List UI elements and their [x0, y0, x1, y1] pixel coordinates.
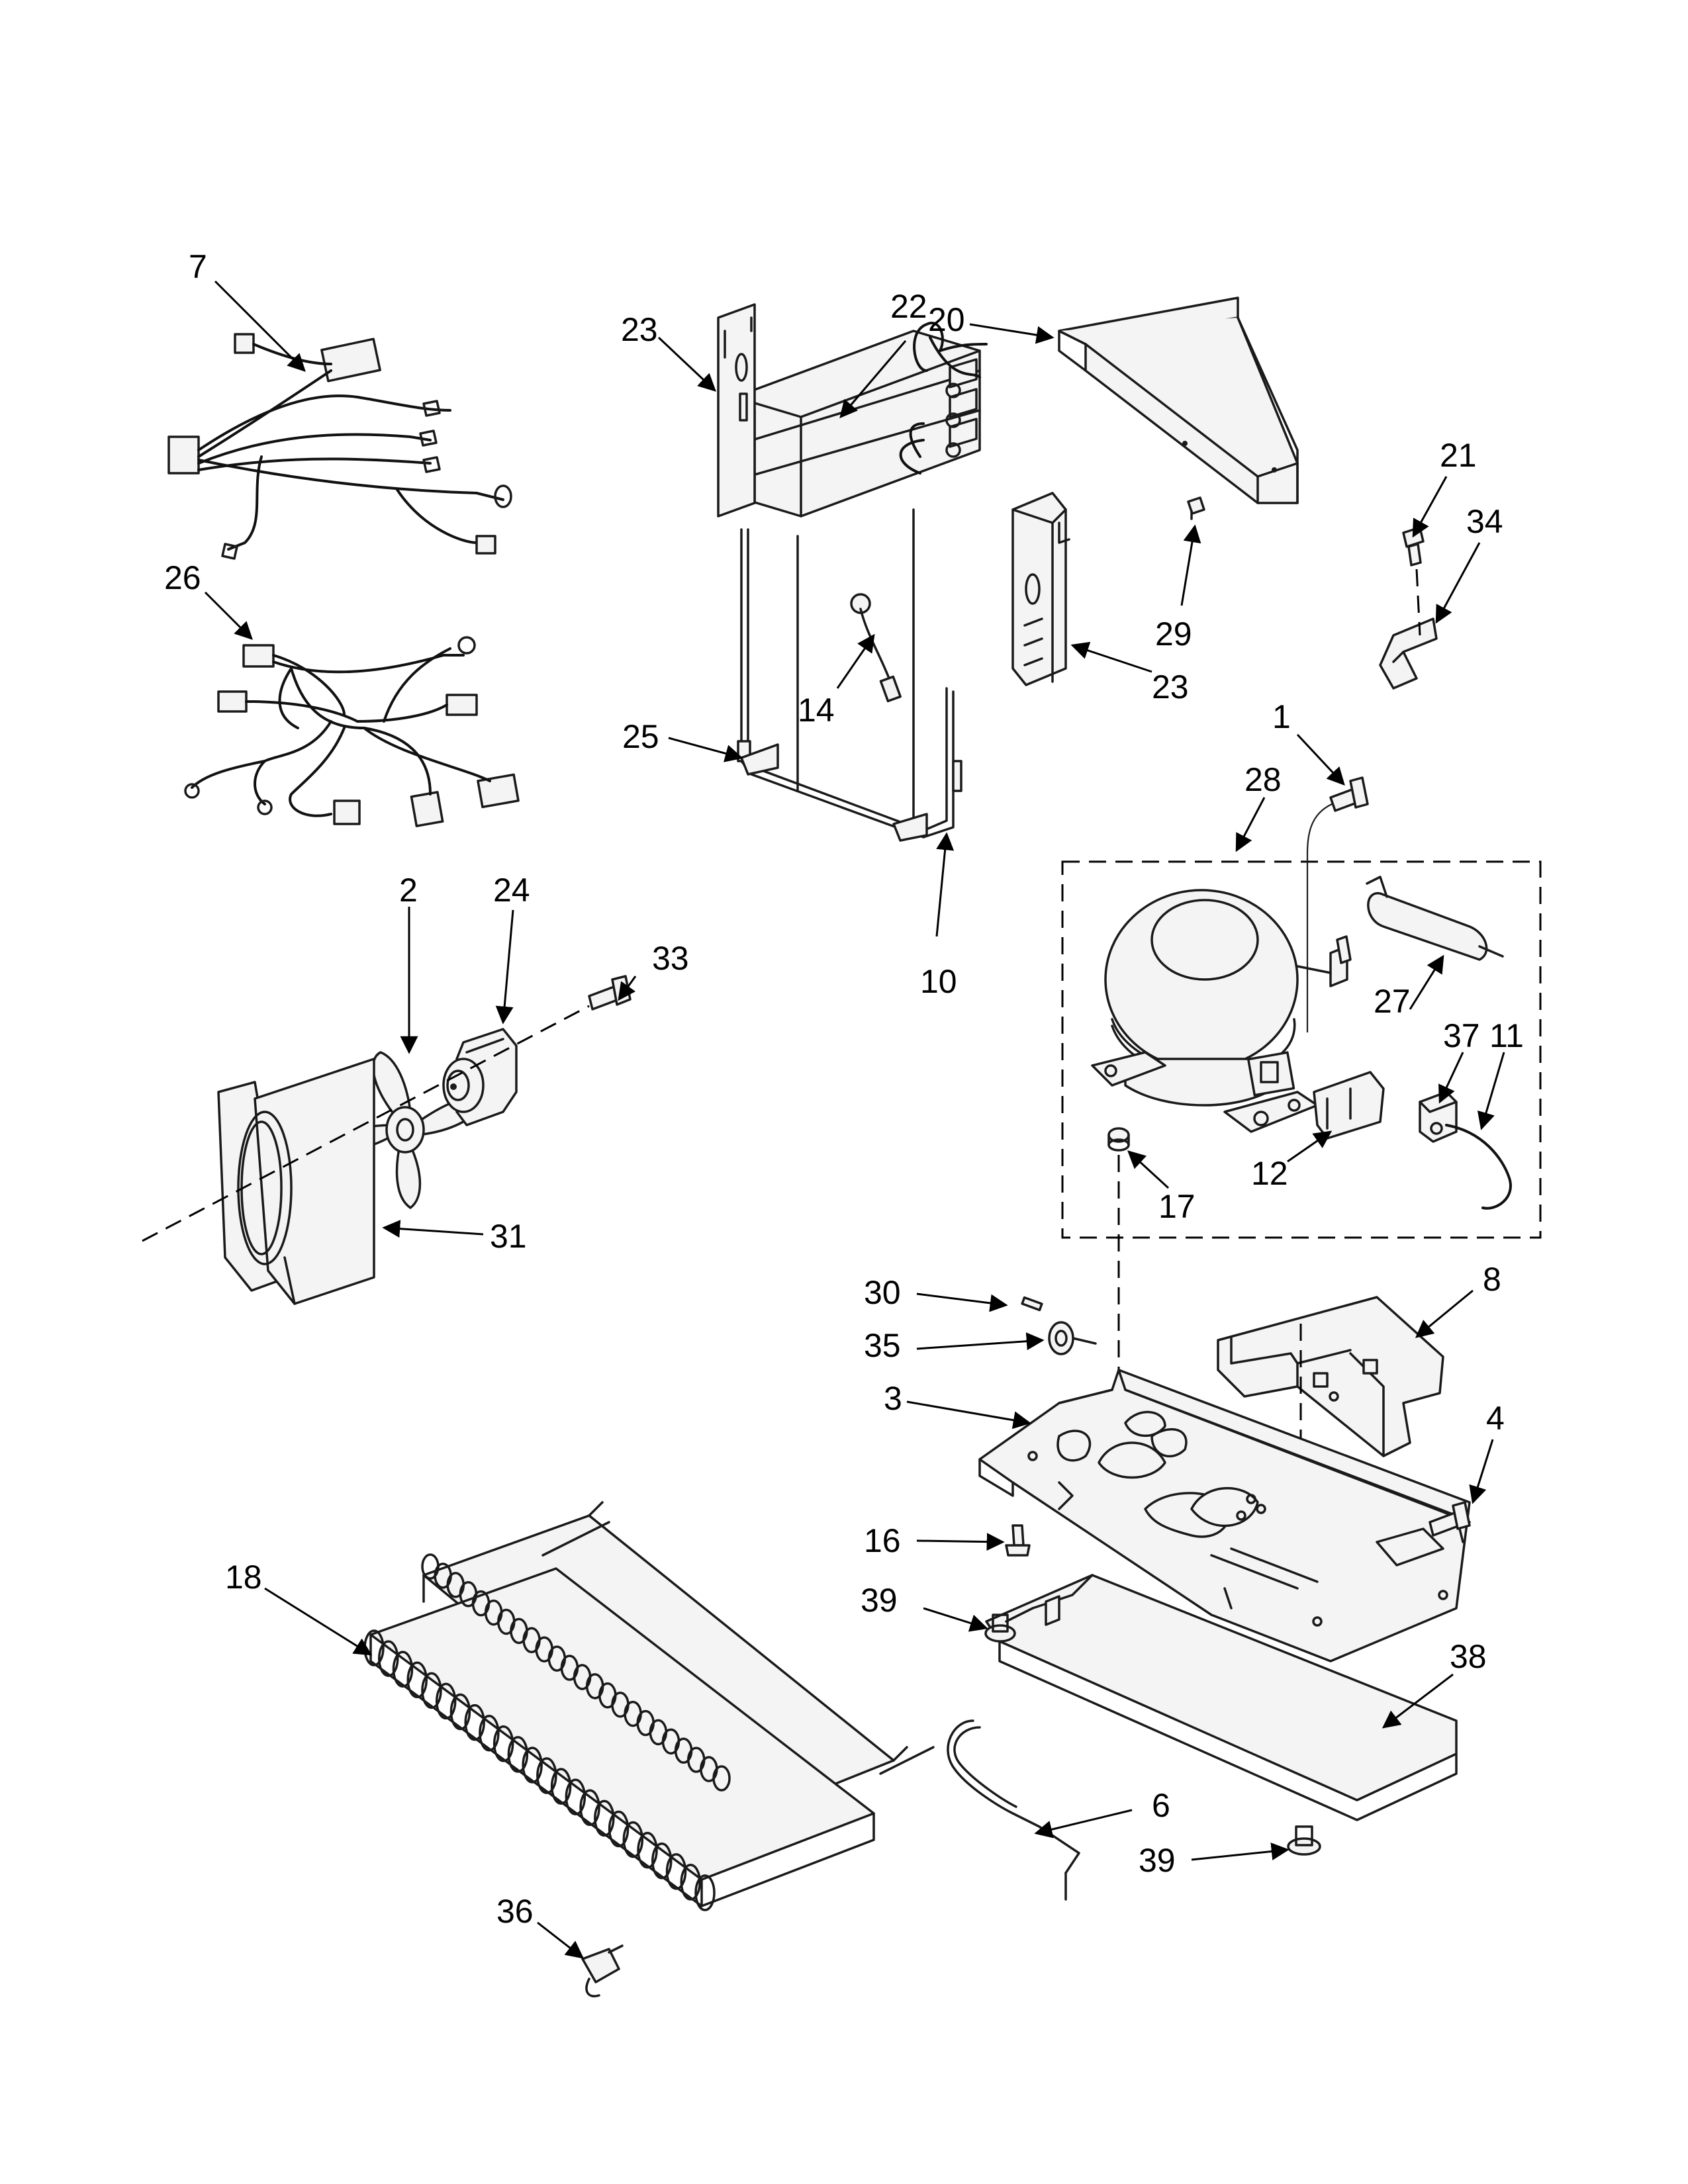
capacitor-37-icon: [1419, 1091, 1458, 1143]
fan-axis-dashed-line: [142, 1005, 590, 1242]
callout-29: 29: [1155, 615, 1192, 653]
fan-shroud-icon: [217, 1058, 375, 1305]
callout-34: 34: [1466, 503, 1503, 540]
callout-18: 18: [225, 1559, 262, 1596]
grommet-17-icon: [1107, 1127, 1130, 1152]
condenser-coil-loop: [637, 1831, 658, 1869]
callout-25: 25: [622, 718, 659, 755]
condenser-coil-loop: [464, 1704, 485, 1741]
callout-20: 20: [928, 301, 965, 338]
callout-33: 33: [652, 940, 689, 977]
callout-16: 16: [864, 1522, 901, 1559]
dryer-icon: [1366, 876, 1504, 961]
callout-4: 4: [1486, 1400, 1505, 1437]
condenser-coil-loop: [421, 1672, 442, 1709]
callout-11: 11: [1489, 1017, 1524, 1054]
callout-17: 17: [1158, 1188, 1196, 1225]
callout-28: 28: [1244, 761, 1282, 798]
wiring-harness-icon: [167, 333, 512, 560]
callout-14: 14: [798, 692, 835, 729]
clip-36-icon: [581, 1944, 624, 1997]
callout-12: 12: [1251, 1155, 1288, 1192]
compressor-wire-line: [1306, 803, 1333, 1032]
evaporator-icon: [717, 303, 988, 842]
condenser-icon: [363, 1501, 935, 1911]
condenser-coil-loop: [712, 1765, 731, 1792]
grommet-35-icon: [1048, 1321, 1097, 1355]
relay-12-icon: [1313, 1071, 1385, 1140]
callout-3: 3: [884, 1380, 902, 1417]
condenser-coil-loop: [680, 1864, 702, 1901]
compressor-group-box: [1061, 860, 1542, 1239]
callout-8: 8: [1483, 1261, 1501, 1298]
wire-11-icon: [1445, 1124, 1512, 1210]
screw-21-icon: [1402, 526, 1425, 567]
condenser-coil-loop: [522, 1747, 543, 1784]
condenser-coil-loop: [565, 1778, 586, 1815]
callout-39-top: 39: [861, 1582, 898, 1619]
callout-22: 22: [890, 288, 927, 325]
condenser-coil-loop: [536, 1757, 557, 1794]
callout-23-right: 23: [1152, 668, 1189, 705]
screw-4-icon: [1429, 1501, 1471, 1537]
callout-10: 10: [920, 963, 957, 1000]
condenser-coil-loop: [507, 1736, 529, 1773]
condenser-coil-loop: [608, 1810, 630, 1848]
screw-21-axis-dashed: [1415, 569, 1421, 636]
condenser-coil-loop: [594, 1799, 615, 1837]
foot-39b-icon: [1287, 1825, 1321, 1856]
bracket-34-icon: [1379, 617, 1438, 690]
callout-26: 26: [164, 559, 201, 596]
clip-29-icon: [1187, 496, 1205, 520]
callout-31: 31: [490, 1218, 527, 1255]
callout-6: 6: [1152, 1787, 1170, 1824]
callout-38: 38: [1450, 1638, 1487, 1675]
leader-lines: [204, 280, 1505, 1959]
callout-21: 21: [1440, 437, 1477, 474]
base-plate-3-icon: [978, 1369, 1471, 1662]
callout-30: 30: [864, 1274, 901, 1311]
condenser-coil-loop: [694, 1874, 716, 1911]
callout-27: 27: [1374, 983, 1411, 1020]
condenser-coil-loop: [579, 1789, 600, 1827]
condenser-coil-loop: [651, 1842, 673, 1880]
callout-2: 2: [399, 872, 418, 909]
screw-1-icon: [1329, 776, 1369, 812]
callout-24: 24: [493, 872, 530, 909]
callout-23-top: 23: [621, 311, 658, 348]
condenser-coil-loop: [392, 1651, 414, 1688]
callout-7: 7: [189, 248, 207, 285]
pin-30-icon: [1021, 1296, 1043, 1312]
cover-20-icon: [1058, 296, 1299, 504]
tube-6-icon: [947, 1719, 1080, 1901]
screw-16-icon: [1005, 1524, 1031, 1557]
condenser-coil-loop: [377, 1640, 399, 1677]
condenser-coil-loop: [665, 1853, 687, 1890]
callout-39-bottom: 39: [1139, 1842, 1176, 1879]
callout-labels: 7 26 2 24 33 31 23 22 20 29 21 34 23 14 …: [164, 248, 1524, 1930]
wiring-harness-2-icon: [184, 636, 520, 827]
callout-36: 36: [496, 1893, 534, 1930]
callout-37: 37: [1443, 1017, 1480, 1054]
callout-1: 1: [1272, 698, 1291, 735]
compressor-icon: [1091, 889, 1352, 1133]
callout-35: 35: [864, 1327, 901, 1364]
condenser-coil-loop: [479, 1714, 500, 1752]
cover-38-icon: [985, 1574, 1458, 1821]
condenser-coil-loop: [435, 1682, 457, 1720]
condenser-coil-loop: [406, 1661, 428, 1699]
condenser-coil-loop: [550, 1768, 572, 1805]
condenser-coil-loop: [449, 1693, 471, 1731]
condenser-coil-loop: [622, 1821, 644, 1858]
condenser-coil-loop: [492, 1725, 514, 1762]
bracket-23-icon: [1011, 492, 1070, 686]
foot-39a-icon: [984, 1614, 1016, 1643]
